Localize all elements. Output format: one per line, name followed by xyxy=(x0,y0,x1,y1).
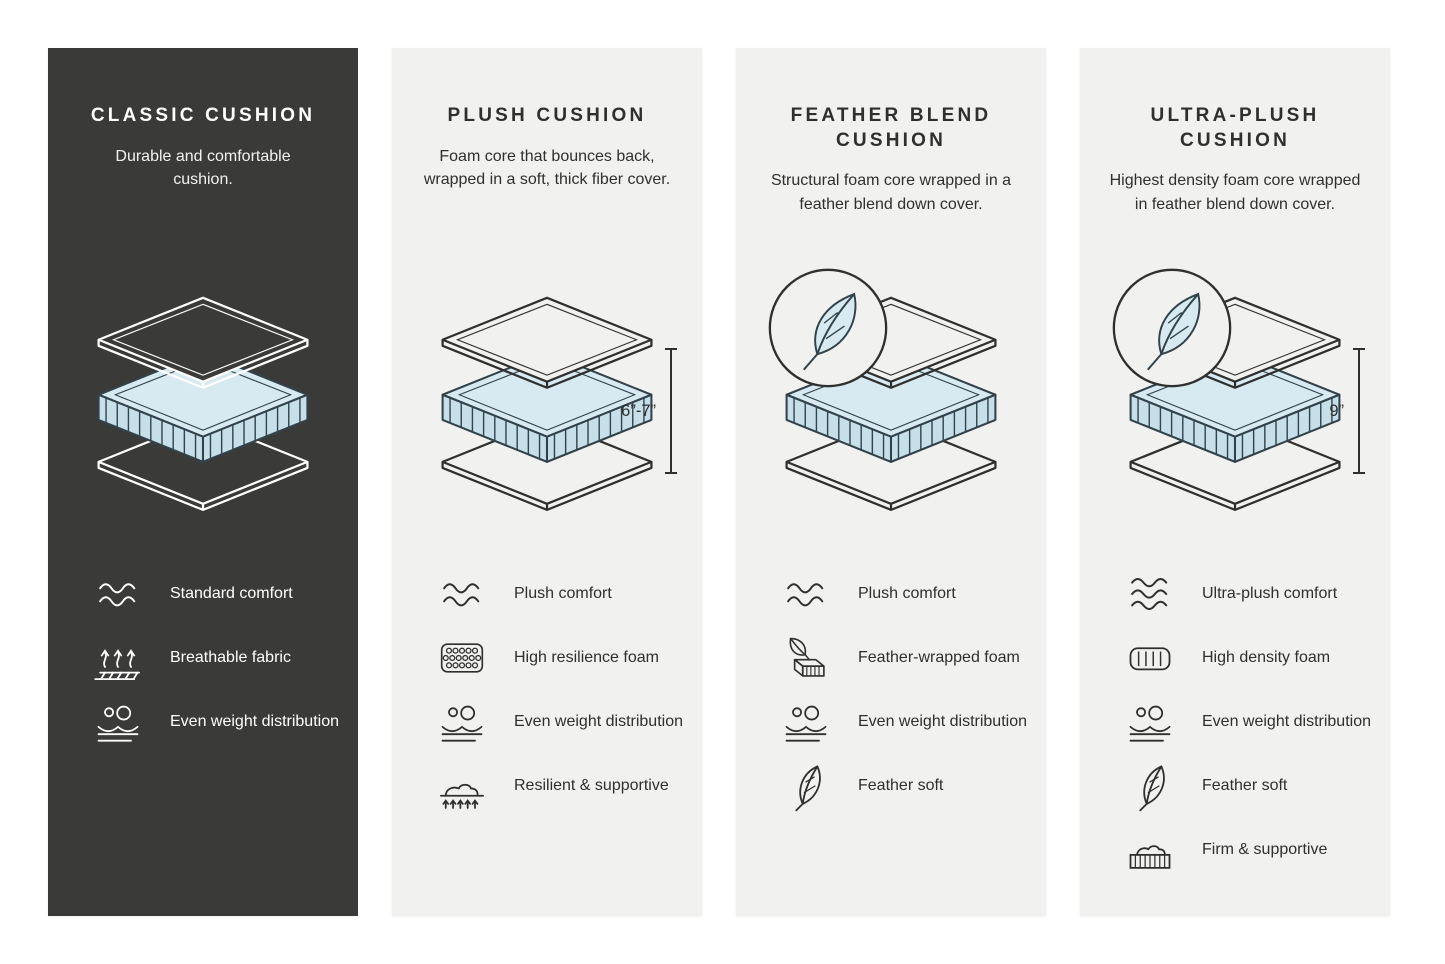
resilient-supportive-icon xyxy=(436,760,488,812)
feature-label: Breathable fabric xyxy=(170,648,291,666)
feature-row: Plush comfort xyxy=(436,568,684,620)
waves-icon xyxy=(780,568,832,620)
card-description: Highest density foam core wrapped in fea… xyxy=(1109,172,1361,213)
cushion-layers-illustration xyxy=(91,295,315,515)
card-title: CLASSIC CUSHION xyxy=(90,105,316,126)
feature-list: Plush comfort Feather-wrapped foam Even … xyxy=(780,568,1028,812)
feature-label: High density foam xyxy=(1202,648,1331,666)
weight-distribution-icon xyxy=(436,696,488,748)
feature-list: Standard comfort Breathable fabric Even … xyxy=(92,568,340,748)
feature-label: Firm & supportive xyxy=(1202,840,1328,858)
weight-distribution-icon xyxy=(780,696,832,748)
card-title: ULTRA-PLUSH CUSHION xyxy=(1150,105,1320,151)
feather-wrapped-foam-icon xyxy=(780,632,832,684)
card-description: Structural foam core wrapped in a feathe… xyxy=(770,172,1012,213)
cushion-layers-illustration xyxy=(779,295,1003,515)
feature-row: Firm & supportive xyxy=(1124,824,1372,876)
feature-label: Ultra-plush comfort xyxy=(1202,584,1338,602)
card-feather-blend-cushion: FEATHER BLEND CUSHION Structural foam co… xyxy=(736,48,1046,916)
cushion-layers-illustration xyxy=(1123,295,1347,515)
ruler-icon xyxy=(1353,348,1365,474)
firm-supportive-icon xyxy=(1124,824,1176,876)
feature-row: High resilience foam xyxy=(436,632,684,684)
feature-row: Even weight distribution xyxy=(1124,696,1372,748)
feature-row: High density foam xyxy=(1124,632,1372,684)
resilience-foam-icon xyxy=(436,632,488,684)
card-ultra-plush-cushion: ULTRA-PLUSH CUSHION Highest density foam… xyxy=(1080,48,1390,916)
feather-badge-icon xyxy=(765,265,891,391)
feature-row: Even weight distribution xyxy=(436,696,684,748)
feature-row: Resilient & supportive xyxy=(436,760,684,812)
height-measurement: 6”-7” xyxy=(621,348,678,474)
weight-distribution-icon xyxy=(1124,696,1176,748)
waves-icon xyxy=(1124,568,1176,620)
feature-row: Standard comfort xyxy=(92,568,340,620)
card-description: Durable and comfortable cushion. xyxy=(115,147,291,188)
feature-list: Plush comfort High resilience foam Even … xyxy=(436,568,684,812)
feature-label: Feather soft xyxy=(1202,776,1288,794)
card-plush-cushion: PLUSH CUSHION Foam core that bounces bac… xyxy=(392,48,702,916)
waves-icon xyxy=(92,568,144,620)
feature-label: Resilient & supportive xyxy=(514,776,669,794)
feature-row: Ultra-plush comfort xyxy=(1124,568,1372,620)
feature-row: Feather soft xyxy=(780,760,1028,812)
feature-row: Feather soft xyxy=(1124,760,1372,812)
feature-label: Even weight distribution xyxy=(1202,712,1371,730)
card-title: PLUSH CUSHION xyxy=(447,105,647,126)
card-classic-cushion: CLASSIC CUSHION Durable and comfortable … xyxy=(48,48,358,916)
measurement-label: 9” xyxy=(1329,401,1344,420)
weight-distribution-icon xyxy=(92,696,144,748)
feature-label: Plush comfort xyxy=(858,584,956,602)
high-density-foam-icon xyxy=(1124,632,1176,684)
feature-label: Feather soft xyxy=(858,776,944,794)
breathable-fabric-icon xyxy=(92,632,144,684)
ruler-icon xyxy=(665,348,677,474)
feature-label: Even weight distribution xyxy=(858,712,1027,730)
card-title: FEATHER BLEND CUSHION xyxy=(790,105,992,151)
feature-label: High resilience foam xyxy=(514,648,659,666)
height-measurement: 9” xyxy=(1329,348,1366,474)
feature-row: Even weight distribution xyxy=(92,696,340,748)
feature-label: Even weight distribution xyxy=(514,712,683,730)
feature-row: Plush comfort xyxy=(780,568,1028,620)
feature-label: Standard comfort xyxy=(170,584,293,602)
feather-badge-icon xyxy=(1109,265,1235,391)
card-description: Foam core that bounces back, wrapped in … xyxy=(423,147,671,188)
feather-icon xyxy=(780,760,832,812)
cushion-layers-icon xyxy=(91,295,315,515)
feature-list: Ultra-plush comfort High density foam Ev… xyxy=(1124,568,1372,876)
feature-label: Even weight distribution xyxy=(170,712,339,730)
feather-icon xyxy=(1124,760,1176,812)
feature-row: Breathable fabric xyxy=(92,632,340,684)
feature-label: Plush comfort xyxy=(514,584,612,602)
waves-icon xyxy=(436,568,488,620)
feature-label: Feather-wrapped foam xyxy=(858,648,1020,666)
feature-row: Even weight distribution xyxy=(780,696,1028,748)
measurement-label: 6”-7” xyxy=(621,401,656,420)
feature-row: Feather-wrapped foam xyxy=(780,632,1028,684)
